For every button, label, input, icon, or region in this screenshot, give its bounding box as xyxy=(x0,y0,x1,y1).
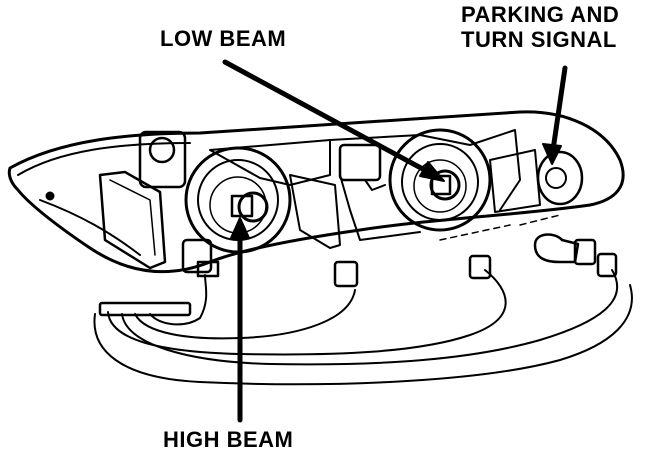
high-beam-bulb-socket xyxy=(237,191,269,223)
low-beam-arrowhead xyxy=(419,161,445,182)
low-beam-reflector-ring xyxy=(401,143,479,221)
wire-harness-strand-2 xyxy=(121,269,619,366)
turn-signal-bulb xyxy=(533,233,580,264)
low-beam-label: LOW BEAM xyxy=(160,26,287,51)
center-divider xyxy=(339,174,421,241)
left-top-socket-cap xyxy=(148,136,176,164)
harness-connector-bar xyxy=(98,301,192,317)
left-top-socket xyxy=(138,130,187,189)
housing-marker-dot xyxy=(45,191,55,201)
center-mount-bracket xyxy=(289,174,341,249)
turn-signal-bulb-socket xyxy=(573,238,597,266)
wire-harness-strand-4 xyxy=(149,274,208,326)
turn-signal-socket xyxy=(545,167,567,189)
left-mount-bracket-fold xyxy=(109,179,156,256)
housing-rear-ridge xyxy=(329,129,521,211)
turn-signal-connector xyxy=(596,252,618,278)
high-beam-connector-plug xyxy=(196,260,220,278)
low-beam-reflector-outer xyxy=(388,128,492,232)
turn-signal-housing-box xyxy=(489,149,541,213)
left-mount-bracket xyxy=(98,170,167,270)
parking-leader-line xyxy=(550,65,568,153)
high-beam-label: HIGH BEAM xyxy=(163,427,294,452)
wire-harness-strand-1 xyxy=(107,269,507,356)
parking-arrowhead xyxy=(542,143,562,165)
high-beam-bulb-base xyxy=(230,194,254,218)
turn-signal-reflector xyxy=(536,150,584,206)
center-socket-stem xyxy=(364,179,386,191)
parking-label-line-2: TURN SIGNAL xyxy=(461,26,617,52)
wire-harness-strand-5 xyxy=(93,284,633,386)
low-beam-reflector-inner xyxy=(413,159,467,213)
parking-turn-signal-label: PARKING AND TURN SIGNAL xyxy=(461,2,620,52)
low-beam-leader-line xyxy=(222,59,435,177)
low-beam-connector xyxy=(468,254,492,280)
bulb-removal-path xyxy=(439,214,561,241)
center-top-socket xyxy=(338,143,382,182)
parking-label-line-1: PARKING AND xyxy=(461,2,620,27)
housing-lens-edge xyxy=(17,142,191,176)
center-connector xyxy=(333,260,359,288)
high-beam-arrowhead xyxy=(230,217,250,239)
housing-lower-edge xyxy=(39,199,141,256)
housing-outline xyxy=(7,110,625,274)
